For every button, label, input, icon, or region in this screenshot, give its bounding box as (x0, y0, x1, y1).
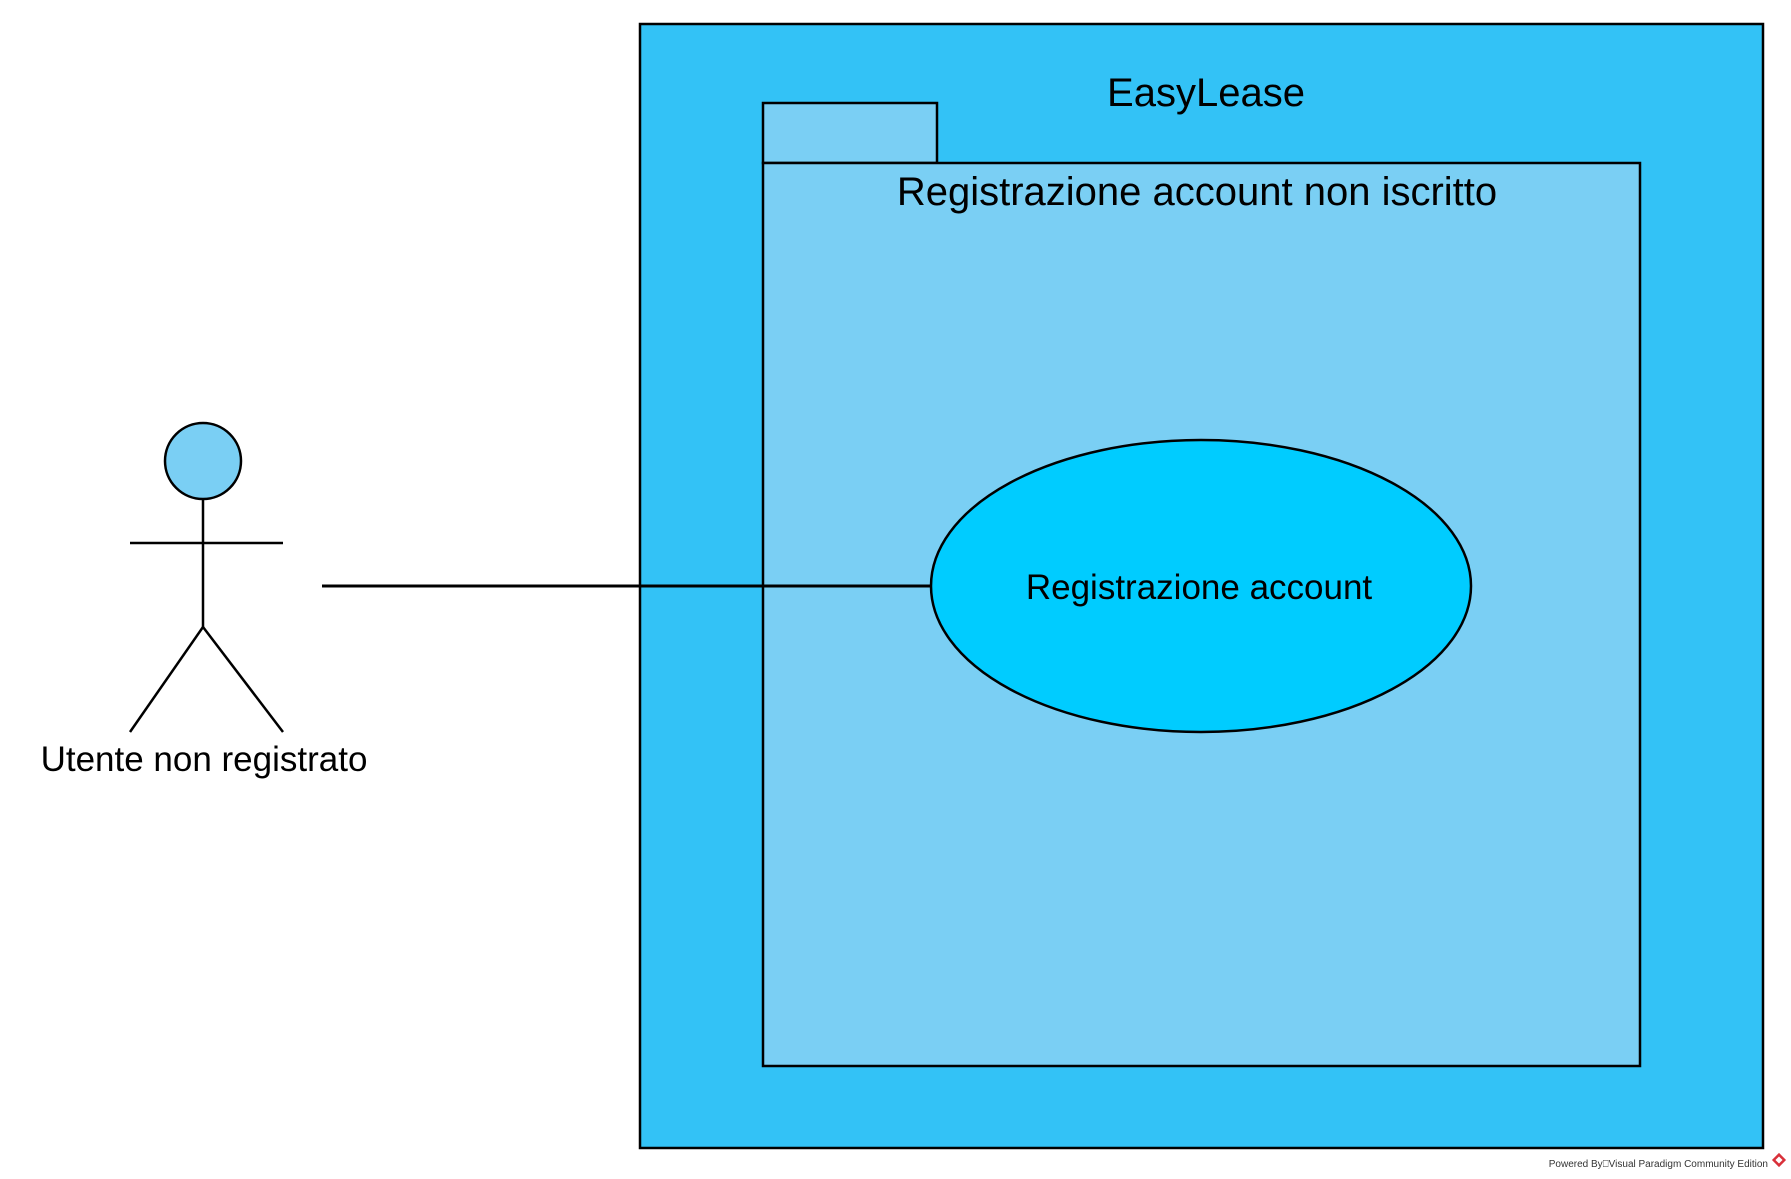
visual-paradigm-logo-icon (1771, 1152, 1787, 1168)
actor-head (163, 421, 243, 501)
use-case-ellipse (929, 438, 1473, 734)
watermark-text: Powered By⎕Visual Paradigm Community Edi… (1549, 1159, 1768, 1170)
actor-right-leg (202, 626, 284, 733)
actor-utente-non-registrato[interactable]: Utente non registrato (41, 421, 368, 779)
use-case-registrazione-account[interactable]: Registrazione account (929, 438, 1473, 734)
system-title: EasyLease (1107, 71, 1305, 115)
watermark: Powered By⎕Visual Paradigm Community Edi… (1549, 1152, 1787, 1170)
package-title: Registrazione account non iscritto (897, 170, 1497, 214)
actor-name: Utente non registrato (41, 740, 368, 779)
actor-left-leg (128, 626, 205, 733)
use-case-label: Registrazione account (1026, 568, 1373, 607)
package-tab (761, 101, 939, 165)
